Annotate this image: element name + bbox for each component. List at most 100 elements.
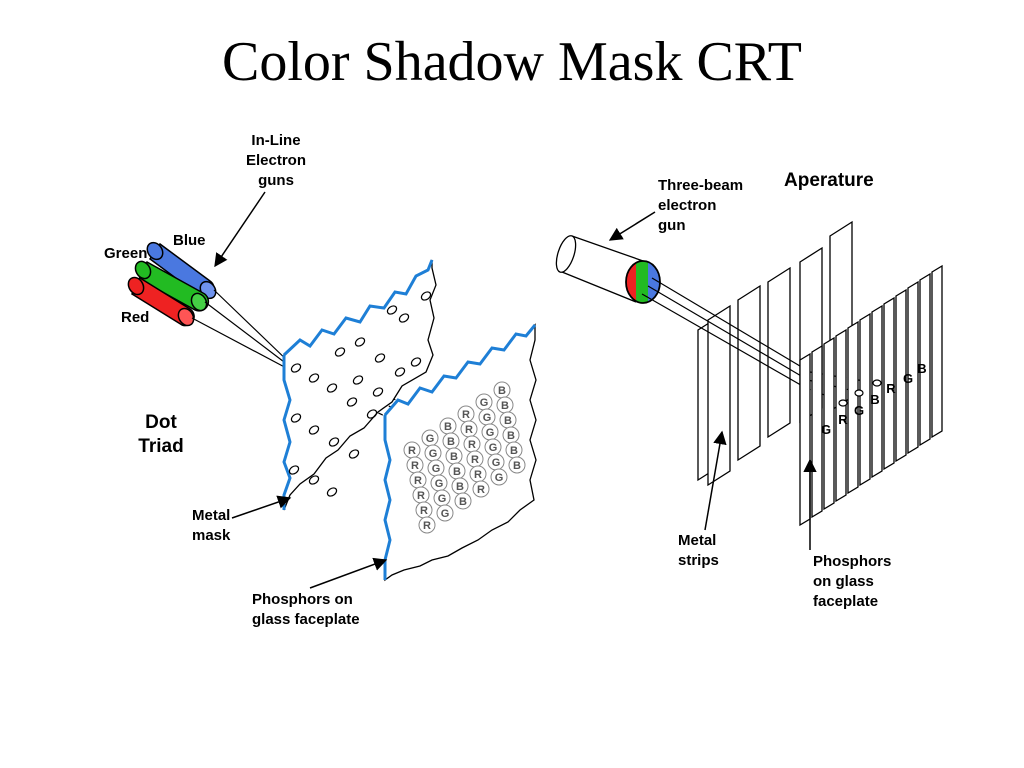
metal-strip xyxy=(737,284,761,462)
phosphor-strip xyxy=(871,304,883,479)
phosphor-letter: B xyxy=(447,436,455,448)
green-gun xyxy=(134,260,210,312)
mask-hole xyxy=(326,487,338,497)
mask-hole xyxy=(386,305,398,315)
phosphor-letter: G xyxy=(480,397,489,409)
phosphor-letter: B xyxy=(459,496,467,508)
slide-title: Color Shadow Mask CRT xyxy=(222,31,802,93)
guns-label-line2: Electron xyxy=(246,152,306,169)
phosphor-letter: G xyxy=(426,433,435,445)
phosphor-letter: B xyxy=(507,430,515,442)
phosphor-letter: B xyxy=(501,400,509,412)
strip-letter: B xyxy=(870,392,879,407)
metal-strips-line2: strips xyxy=(678,552,719,569)
red-gun-label: Red xyxy=(121,309,149,326)
phosphor-strip xyxy=(835,328,847,503)
strip-letter: G xyxy=(903,371,913,386)
phosphor-dot xyxy=(418,516,436,534)
beam-spots xyxy=(838,379,882,407)
right-beams xyxy=(641,277,811,389)
phosphor-letter: B xyxy=(456,481,464,493)
phosphor-letter: B xyxy=(450,451,458,463)
mask-hole xyxy=(366,409,378,419)
guns-arrow xyxy=(214,191,266,268)
phosphor-letter: G xyxy=(486,427,495,439)
phosphor-letter: G xyxy=(495,472,504,484)
metal-strips-arrow xyxy=(704,430,727,531)
phosphor-dot xyxy=(454,492,472,510)
strip-letter: G xyxy=(854,403,864,418)
blue-gun-label: Blue xyxy=(173,232,206,249)
phosphor-letter: R xyxy=(414,475,422,487)
green-gun-label: Green xyxy=(104,245,147,262)
mask-hole xyxy=(410,357,422,367)
right-phosphors-line2: on glass xyxy=(813,573,874,590)
mask-hole xyxy=(328,437,340,447)
metal-strip xyxy=(767,266,791,439)
phosphor-letter: B xyxy=(504,415,512,427)
phosphor-letter: R xyxy=(417,490,425,502)
phosphor-strip xyxy=(859,312,871,487)
mask-hole xyxy=(326,383,338,393)
phosphor-letter: R xyxy=(462,409,470,421)
phosphor-strip xyxy=(883,296,895,471)
aperture-label: Aperature xyxy=(784,170,874,191)
phosphor-letter: G xyxy=(438,493,447,505)
phosphor-strips xyxy=(799,264,943,527)
mask-hole xyxy=(308,425,320,435)
phosphor-letter: R xyxy=(468,439,476,451)
three-beam-line2: electron xyxy=(658,197,716,214)
strip-letter: R xyxy=(838,412,848,427)
phosphor-strip xyxy=(895,288,907,463)
phosphor-dot xyxy=(436,504,454,522)
three-beam-arrow xyxy=(608,211,656,241)
strip-letter: R xyxy=(886,381,896,396)
mask-hole xyxy=(354,337,366,347)
strip-letter: B xyxy=(917,361,926,376)
phosphor-letter: G xyxy=(492,457,501,469)
phosphor-letter: R xyxy=(474,469,482,481)
phosphor-letter: G xyxy=(489,442,498,454)
guns-label-line1: In-Line xyxy=(251,132,300,149)
phosphor-letter: B xyxy=(498,385,506,397)
phosphor-strip xyxy=(823,336,835,511)
three-beam-gun xyxy=(555,235,661,304)
phosphor-strip xyxy=(847,320,859,495)
phosphor-letter: R xyxy=(411,460,419,472)
phosphor-strip xyxy=(907,280,919,455)
right-phosphors-line1: Phosphors xyxy=(813,553,891,570)
left-phosphors-line2: glass faceplate xyxy=(252,611,360,628)
mask-hole xyxy=(374,353,386,363)
metal-strips-line1: Metal xyxy=(678,532,716,549)
phosphor-dot xyxy=(490,468,508,486)
phosphor-strip xyxy=(799,352,811,527)
phosphor-dot xyxy=(472,480,490,498)
phosphor-letter: G xyxy=(441,508,450,520)
three-beam-line1: Three-beam xyxy=(658,177,743,194)
mask-hole xyxy=(352,375,364,385)
phosphor-letter: R xyxy=(408,445,416,457)
mask-hole xyxy=(346,397,358,407)
mask-hole xyxy=(334,347,346,357)
mask-hole xyxy=(394,367,406,377)
phosphor-letter: R xyxy=(420,505,428,517)
phosphor-strip xyxy=(931,264,943,439)
left-beams xyxy=(191,289,293,372)
strip-letter: G xyxy=(821,422,831,437)
mask-hole xyxy=(308,475,320,485)
phosphor-letter: G xyxy=(435,478,444,490)
phosphor-dot xyxy=(508,456,526,474)
mask-hole xyxy=(348,449,360,459)
metal-mask-line2: mask xyxy=(192,527,231,544)
phosphor-letter: B xyxy=(444,421,452,433)
left-phosphors-arrow xyxy=(309,557,388,589)
phosphor-letter: R xyxy=(471,454,479,466)
mask-hole xyxy=(420,291,432,301)
mask-hole xyxy=(290,363,302,373)
metal-mask-arrow xyxy=(231,495,292,519)
left-phosphors-line1: Phosphors on xyxy=(252,591,353,608)
